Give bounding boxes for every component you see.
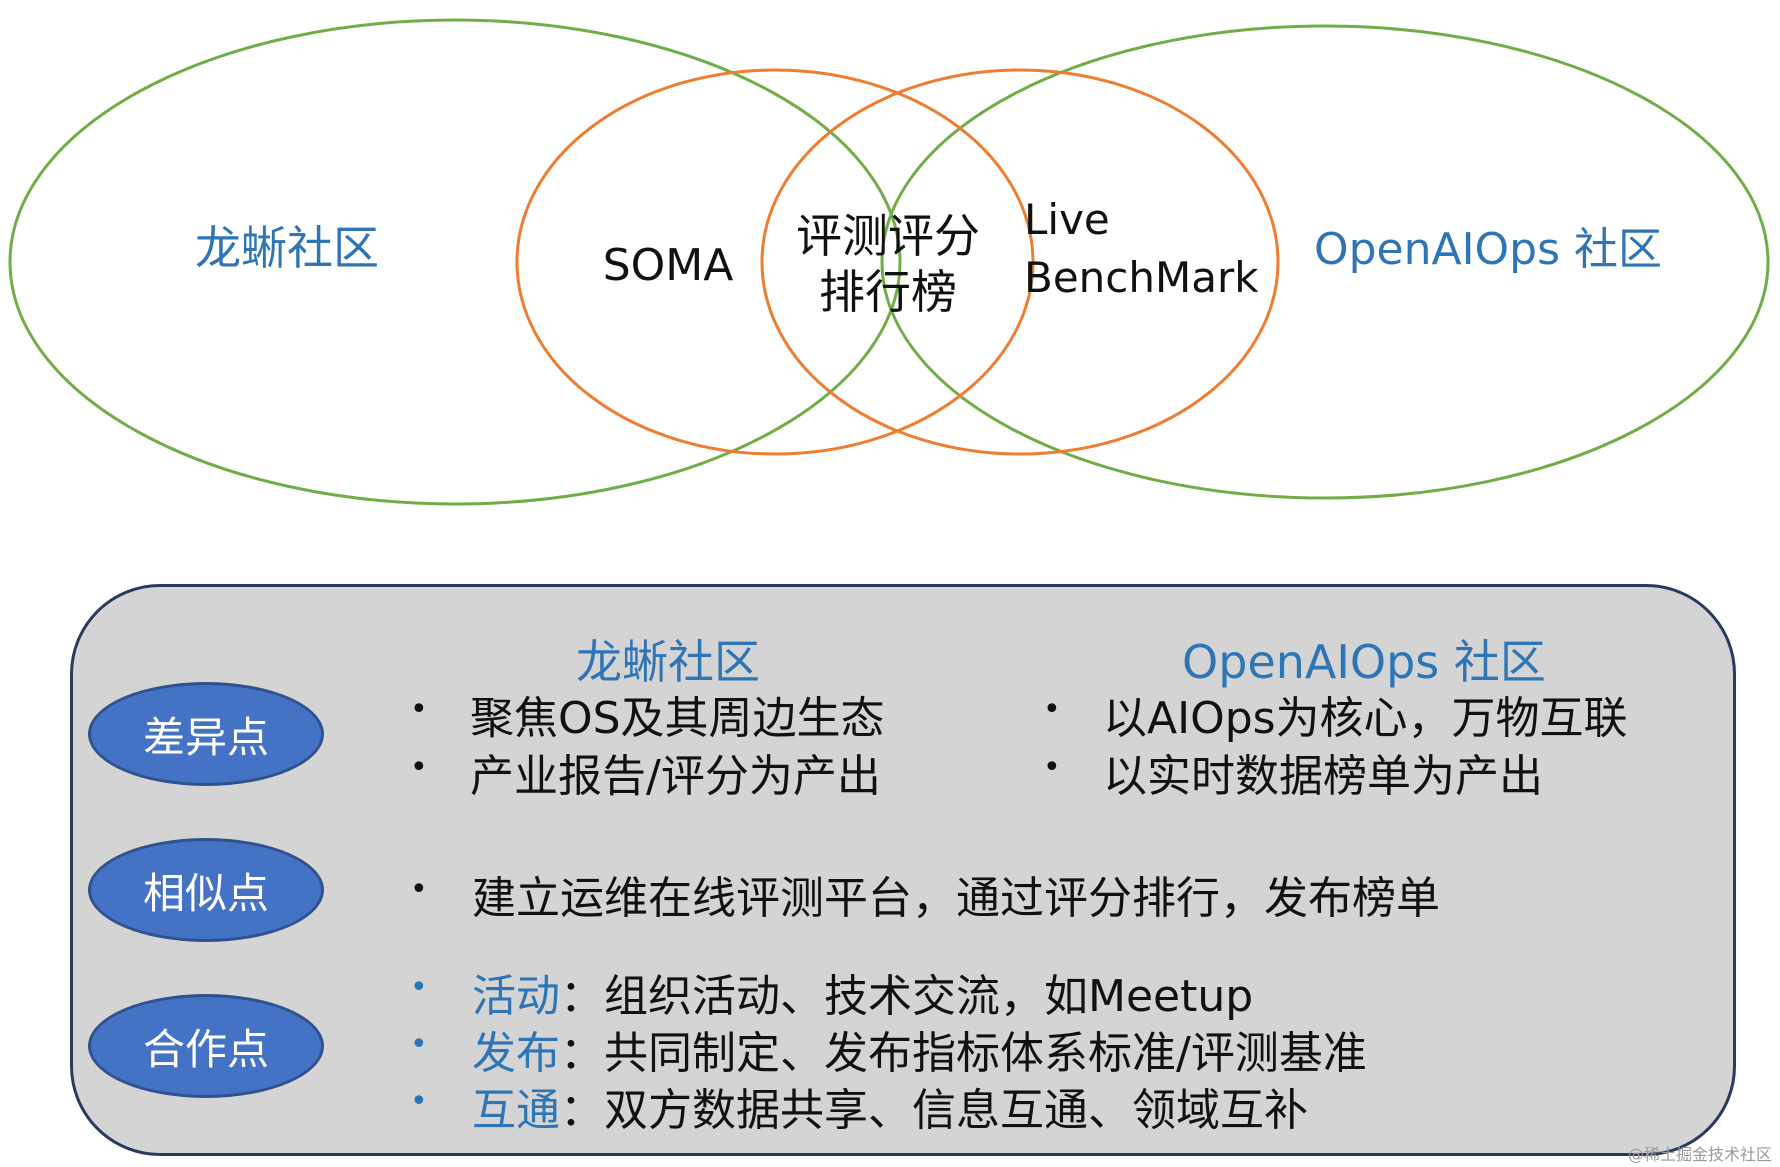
right-inner-ellipse <box>760 68 1280 456</box>
diff-right-item-1: 以AIOps为核心，万物互联 <box>1103 693 1628 744</box>
coop-item-key: 互通 <box>472 1085 560 1136</box>
coop-item-text: 双方数据共享、信息互通、领域互补 <box>604 1085 1308 1136</box>
coop-label-pill: 合作点 <box>88 994 324 1098</box>
coop-item-sep: ： <box>560 971 604 1022</box>
venn-center-line2: 排行榜 <box>819 265 957 319</box>
diff-left-item-1: 聚焦OS及其周边生态 <box>470 693 885 744</box>
bullet: • <box>410 1084 428 1119</box>
coop-item-sep: ： <box>560 1085 604 1136</box>
bullet: • <box>1043 692 1061 727</box>
venn-live-label: Live <box>1024 195 1110 244</box>
coop-item-key: 活动 <box>472 971 560 1022</box>
column-head-left: 龙蜥社区 <box>576 635 760 689</box>
diff-label-pill: 差异点 <box>88 682 324 786</box>
coop-item-text: 共同制定、发布指标体系标准/评测基准 <box>604 1028 1367 1079</box>
bullet: • <box>410 692 428 727</box>
coop-item-sep: ： <box>560 1028 604 1079</box>
coop-item-3: 互通：双方数据共享、信息互通、领域互补 <box>472 1074 1308 1138</box>
venn-benchmark-label: BenchMark <box>1024 253 1259 302</box>
column-head-right: OpenAIOps 社区 <box>1182 635 1546 689</box>
bullet: • <box>410 1027 428 1062</box>
coop-item-key: 发布 <box>472 1028 560 1079</box>
venn-right-label: OpenAIOps 社区 <box>1314 224 1662 275</box>
coop-label: 合作点 <box>142 1024 269 1074</box>
bullet: • <box>1043 750 1061 785</box>
coop-item-2: 发布：共同制定、发布指标体系标准/评测基准 <box>472 1017 1367 1081</box>
venn-soma-label: SOMA <box>603 240 734 291</box>
watermark: @稀土掘金技术社区 <box>1627 1145 1772 1164</box>
similar-label: 相似点 <box>142 868 269 918</box>
left-outer-ellipse <box>8 18 902 506</box>
diff-right-item-2: 以实时数据榜单为产出 <box>1103 751 1543 802</box>
right-outer-ellipse <box>880 24 1770 500</box>
coop-item-1: 活动：组织活动、技术交流，如Meetup <box>472 960 1253 1024</box>
diff-label: 差异点 <box>142 712 269 762</box>
venn-center-line1: 评测评分 <box>796 209 980 263</box>
bullet: • <box>410 750 428 785</box>
venn-diagram: 龙蜥社区 SOMA 评测评分 排行榜 Live BenchMark OpenAI… <box>8 18 1770 506</box>
comparison-panel <box>70 584 1736 1156</box>
bullet: • <box>410 970 428 1005</box>
left-inner-ellipse <box>515 68 1035 456</box>
bullet: • <box>410 872 428 907</box>
similar-label-pill: 相似点 <box>88 838 324 942</box>
similar-item: 建立运维在线评测平台，通过评分排行，发布榜单 <box>472 873 1440 924</box>
venn-left-label: 龙蜥社区 <box>195 221 379 275</box>
coop-item-text: 组织活动、技术交流，如Meetup <box>604 971 1254 1022</box>
diff-left-item-2: 产业报告/评分为产出 <box>470 751 881 802</box>
